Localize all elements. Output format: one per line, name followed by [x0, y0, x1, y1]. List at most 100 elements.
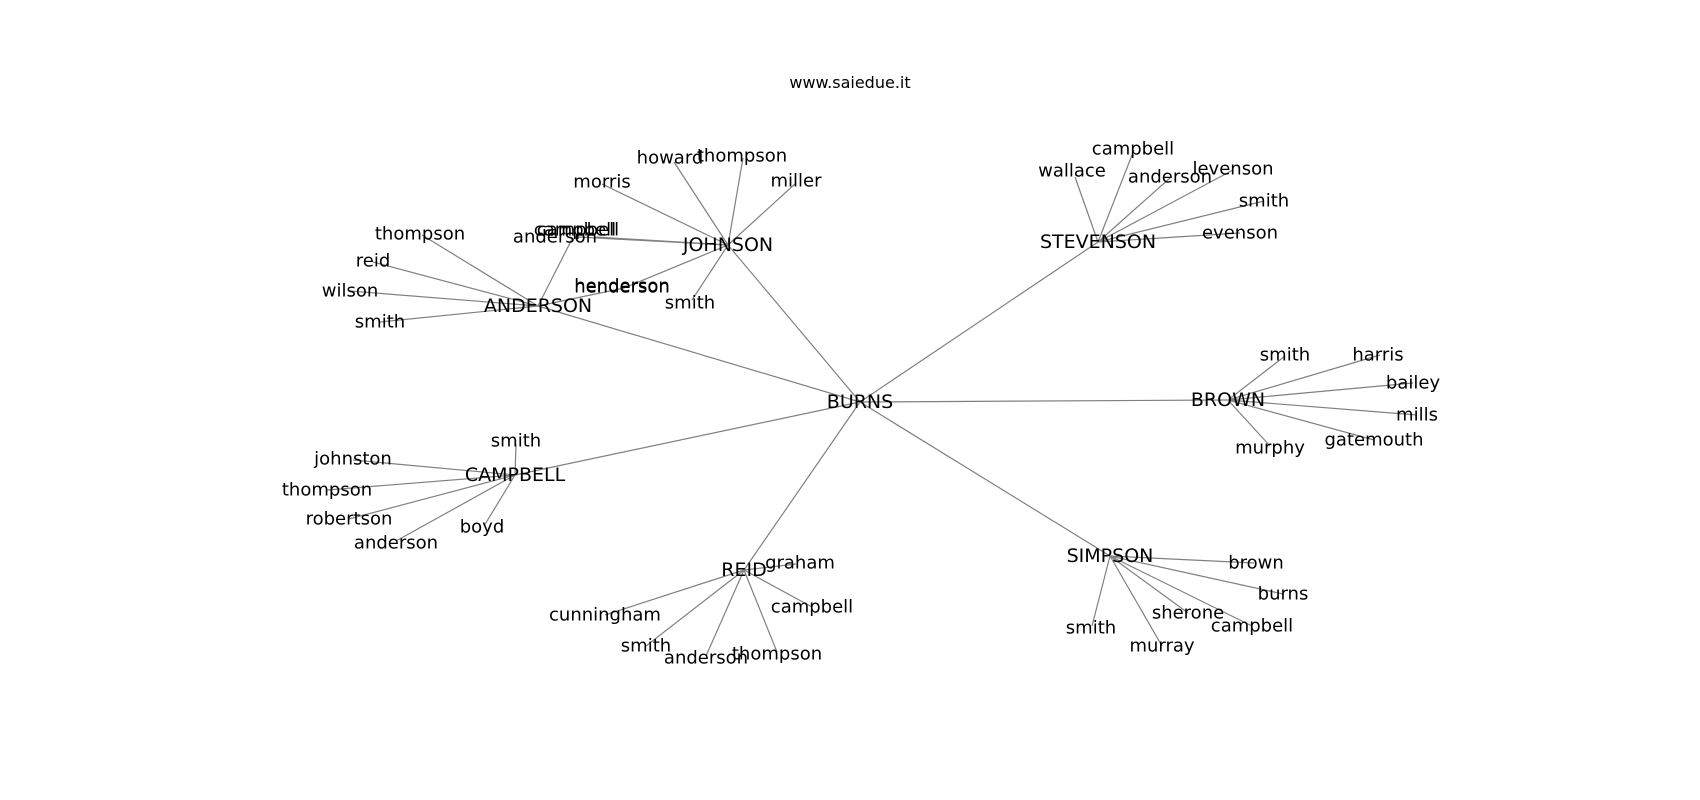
leaf-node-simpson-smith: smith [1066, 618, 1116, 639]
leaf-node-johnson-anderson: anderson [513, 227, 597, 248]
leaf-node-campbell-robertson: robertson [306, 509, 393, 530]
leaf-node-johnson-smith: smith [665, 293, 715, 314]
edge-brown-mills [1227, 399, 1418, 416]
edge-root-simpson [859, 401, 1111, 557]
edge-anderson-smith [379, 305, 539, 323]
hub-node-johnson: JOHNSON [682, 234, 773, 256]
edge-simpson-brown [1109, 555, 1255, 564]
edge-anderson-reid [372, 261, 539, 307]
edge-johnson-smith [691, 244, 729, 301]
edge-reid-cunningham [604, 569, 745, 616]
leaf-node-brown-gatemouth: gatemouth [1324, 430, 1423, 451]
edge-johnson-thompson [727, 157, 744, 246]
edge-simpson-campbell [1109, 555, 1253, 627]
edge-reid-smith [645, 569, 745, 647]
edge-root-anderson [537, 305, 861, 403]
edge-root-brown [859, 399, 1229, 403]
leaf-node-reid-cunningham: cunningham [549, 605, 661, 626]
leaf-node-johnson-miller: miller [770, 171, 822, 192]
edge-johnson-howard [673, 161, 729, 246]
leaf-node-simpson-burns: burns [1258, 584, 1309, 605]
edge-johnson-morris [601, 183, 729, 246]
edge-reid-campbell [743, 569, 813, 608]
edge-johnson-miller [727, 182, 797, 246]
edge-johnson-anderson [595, 236, 729, 246]
edge-anderson-thompson [421, 234, 539, 307]
edge-reid-thompson [743, 569, 778, 653]
leaf-node-johnson-thompson: thompson [697, 146, 787, 167]
leaf-node-brown-mills: mills [1396, 405, 1438, 426]
edge-campbell-smith [514, 443, 517, 476]
leaf-node-reid-graham: graham [765, 553, 835, 574]
edge-stevenson-smith [1097, 200, 1265, 243]
edges [326, 149, 1418, 657]
edge-stevenson-evenson [1097, 232, 1241, 243]
leaf-node-stevenson-wallace: wallace [1038, 161, 1106, 182]
leaf-node-simpson-brown: brown [1228, 553, 1284, 574]
leaf-node-johnson-henderson: henderson [574, 277, 670, 298]
edge-johnson-henderson [623, 244, 729, 289]
leaf-node-simpson-murray: murray [1129, 636, 1194, 657]
leaf-node-simpson-campbell: campbell [1211, 616, 1293, 637]
leaf-node-campbell-anderson: anderson [354, 533, 438, 554]
edge-stevenson-campbell [1097, 149, 1135, 243]
root-node-burns: BURNS [827, 391, 893, 413]
leaf-node-campbell-thompson: thompson [282, 480, 372, 501]
edge-simpson-murray [1109, 555, 1163, 647]
leaf-node-anderson-henderson: henderson [574, 276, 670, 297]
leaf-node-brown-bailey: bailey [1386, 373, 1441, 394]
edge-campbell-thompson [326, 474, 516, 491]
edge-campbell-robertson [348, 474, 516, 520]
leaf-node-stevenson-evenson: evenson [1202, 223, 1278, 244]
leaf-node-anderson-reid: reid [356, 251, 391, 272]
edge-brown-bailey [1227, 382, 1414, 401]
hub-node-anderson: ANDERSON [484, 295, 592, 317]
edge-root-stevenson [859, 241, 1099, 403]
edge-anderson-wilson [349, 290, 539, 307]
edge-anderson-campbell [537, 238, 573, 307]
hub-node-reid: REID [721, 559, 766, 581]
edge-brown-gatemouth [1227, 399, 1375, 441]
leaf-node-anderson-thompson: thompson [375, 224, 465, 245]
leaf-node-stevenson-levenson: levenson [1192, 159, 1273, 180]
edge-simpson-burns [1109, 555, 1284, 595]
edge-anderson-henderson [537, 287, 625, 307]
leaf-node-reid-campbell: campbell [771, 597, 853, 618]
edge-root-reid [743, 401, 861, 571]
edge-brown-harris [1227, 354, 1381, 401]
edge-simpson-sherone [1109, 555, 1189, 614]
diagram-title: www.saiedue.it [789, 73, 910, 92]
leaf-node-stevenson-smith: smith [1239, 191, 1289, 212]
edge-campbell-johnston [352, 459, 516, 476]
leaf-node-reid-anderson: anderson [664, 648, 748, 669]
edge-campbell-boyd [483, 474, 516, 527]
leaf-node-campbell-smith: smith [491, 431, 541, 452]
leaf-node-johnson-campbell: campbell [534, 220, 616, 241]
edge-stevenson-anderson [1097, 177, 1171, 243]
leaf-node-anderson-campbell: campbell [537, 220, 619, 241]
edge-brown-murphy [1227, 399, 1271, 447]
leaf-node-anderson-smith: smith [355, 312, 405, 333]
edge-stevenson-wallace [1074, 176, 1099, 243]
edge-reid-anderson [705, 569, 745, 657]
edge-simpson-smith [1091, 555, 1111, 627]
edge-stevenson-levenson [1097, 169, 1234, 243]
edge-reid-graham [743, 563, 797, 571]
leaf-node-anderson-wilson: wilson [322, 281, 379, 302]
leaf-node-brown-harris: harris [1352, 345, 1403, 366]
leaf-node-simpson-sherone: sherone [1152, 603, 1224, 624]
leaf-node-johnson-howard: howard [637, 148, 704, 169]
leaf-node-stevenson-anderson: anderson [1128, 167, 1212, 188]
edge-campbell-anderson [395, 474, 516, 542]
hub-node-campbell: CAMPBELL [465, 464, 566, 486]
hub-node-simpson: SIMPSON [1067, 545, 1154, 567]
leaf-node-stevenson-campbell: campbell [1092, 139, 1174, 160]
leaf-node-brown-murphy: murphy [1235, 438, 1305, 459]
leaf-node-johnson-morris: morris [573, 172, 630, 193]
edge-root-campbell [514, 401, 861, 476]
hub-node-brown: BROWN [1191, 389, 1265, 411]
edge-root-johnson [727, 244, 861, 403]
leaf-node-brown-smith: smith [1260, 345, 1310, 366]
leaf-node-reid-thompson: thompson [732, 644, 822, 665]
